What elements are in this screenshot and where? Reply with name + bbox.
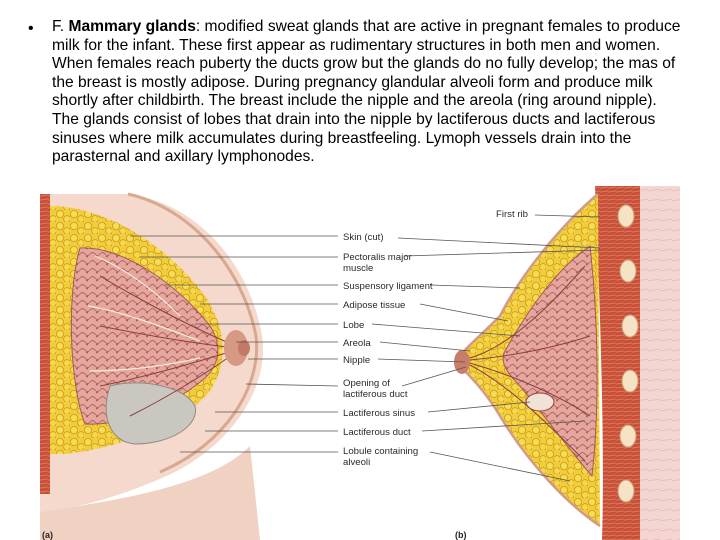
breast-anatomy-figure: First rib Skin (cut) Pectoralis major mu…	[40, 186, 680, 540]
panel-label-b: (b)	[455, 530, 467, 540]
label-adipose: Adipose tissue	[343, 300, 405, 311]
suspensory-lines-a	[87, 255, 201, 372]
lactiferous-sinus-b	[525, 392, 555, 412]
ducts-a	[99, 275, 237, 417]
label-first-rib: First rib	[496, 209, 528, 220]
panel-a-illustration	[40, 192, 264, 540]
label-pectoralis-line1: Pectoralis major	[343, 252, 413, 263]
gland-lobes-a	[70, 247, 219, 425]
leader-lines	[130, 214, 601, 482]
areola-a	[224, 330, 248, 366]
label-lobule-line2: alveoli	[343, 457, 370, 468]
section-letter: F.	[52, 18, 69, 35]
lower-lobule-a	[105, 382, 196, 445]
label-lactiferous-duct: Lactiferous duct	[343, 427, 411, 438]
term-mammary-glands: Mammary glands	[68, 18, 196, 35]
label-skin: Skin (cut)	[343, 232, 384, 243]
ribs-b	[617, 204, 639, 503]
lower-skin-a	[40, 446, 260, 540]
label-pectoralis-line2: muscle	[343, 263, 373, 274]
skin-cut-edge-a	[127, 192, 259, 474]
label-opening-line1: Opening of	[343, 378, 390, 389]
label-lobe: Lobe	[343, 320, 364, 331]
panel-label-a: (a)	[42, 530, 53, 540]
label-suspensory: Suspensory ligament	[343, 281, 433, 292]
label-group: First rib Skin (cut) Pectoralis major mu…	[42, 209, 528, 540]
bullet-marker: •	[28, 20, 34, 37]
nipple-a	[238, 340, 250, 356]
label-lobule-line1: Lobule containing	[343, 446, 418, 457]
pectoralis-muscle-a	[40, 194, 50, 494]
label-lactiferous-sinus: Lactiferous sinus	[343, 408, 415, 419]
panel-b-illustration	[454, 186, 680, 540]
label-nipple: Nipple	[343, 355, 370, 366]
description: : modified sweat glands that are active …	[52, 18, 681, 166]
label-areola: Areola	[343, 338, 371, 349]
bullet-text: F. Mammary glands: modified sweat glands…	[52, 18, 682, 167]
label-opening-line2: lactiferous duct	[343, 389, 408, 400]
